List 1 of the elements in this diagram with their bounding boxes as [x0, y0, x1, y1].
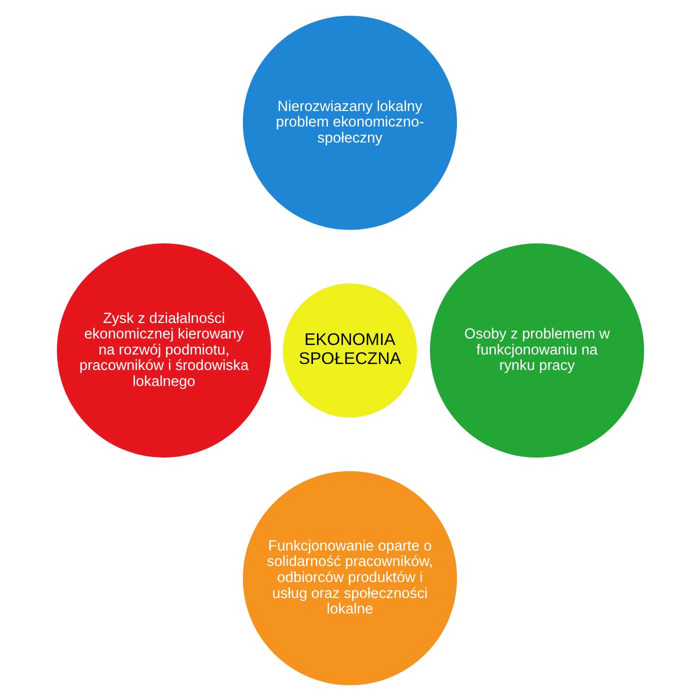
node-circle: EKONOMIA SPOŁECZNA [282, 282, 416, 418]
